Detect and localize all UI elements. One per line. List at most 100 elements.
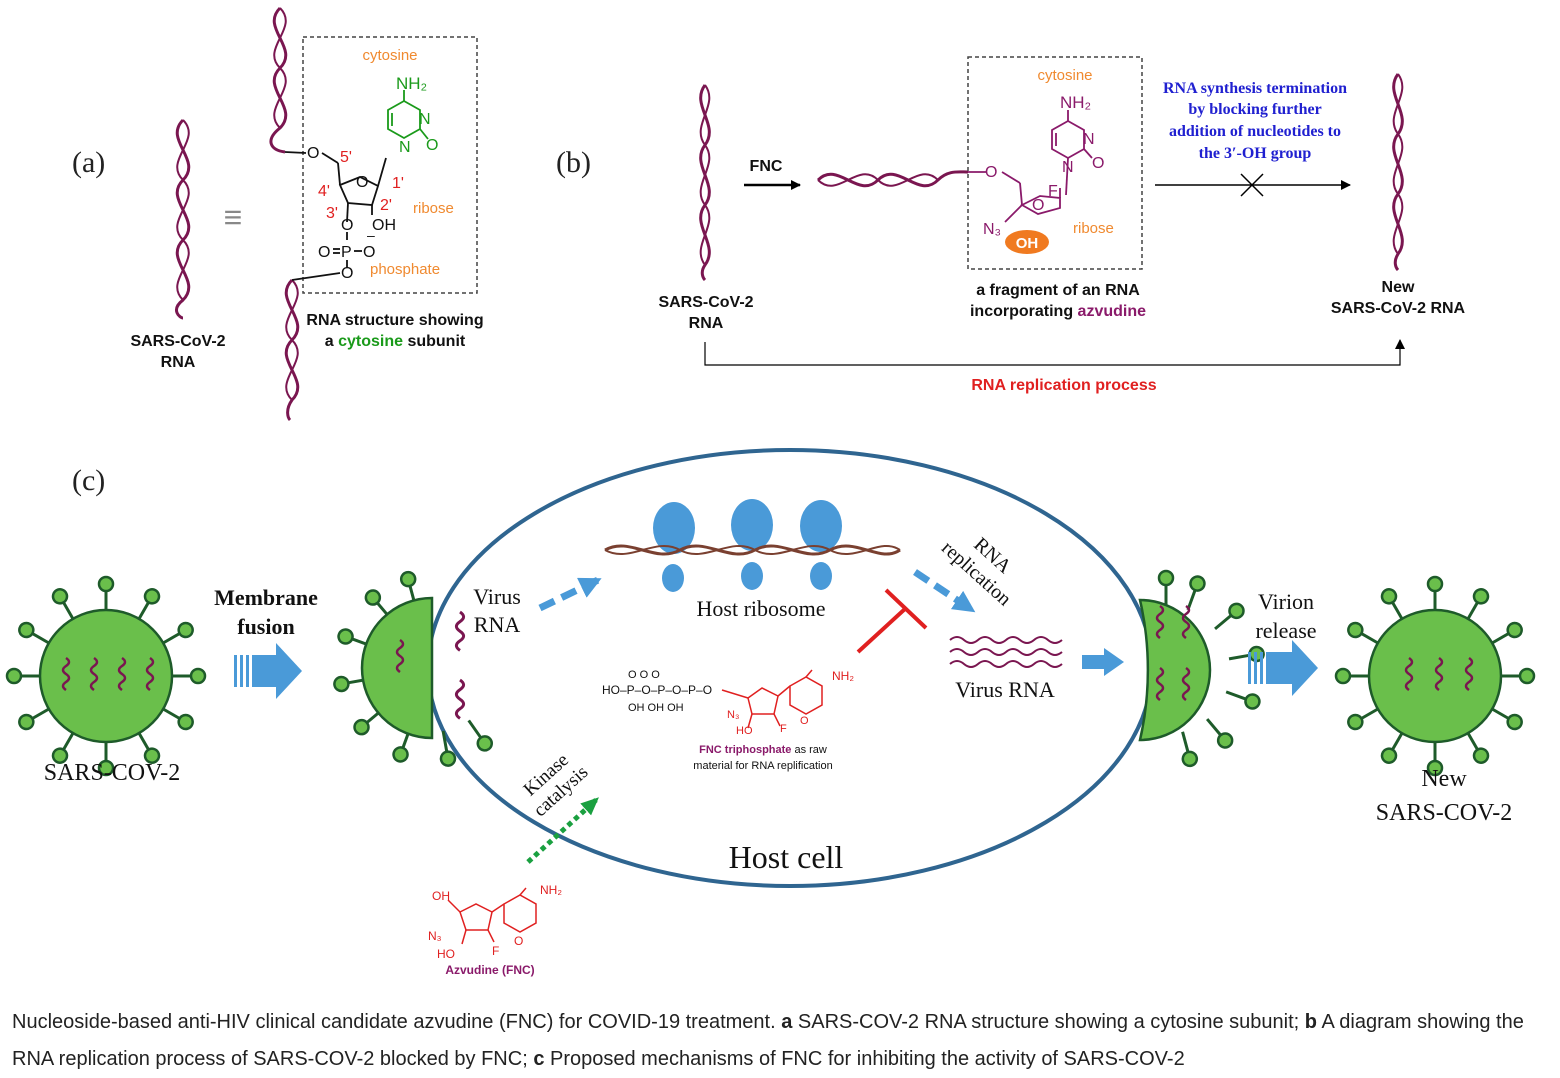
virus-label-left: SARS-COV-2 [44, 760, 181, 786]
carbonyl-o-a: O [426, 137, 438, 154]
phosphate-o-double: O [318, 244, 330, 261]
rna-helix-a [175, 118, 191, 320]
o5-atom-b: O [985, 164, 997, 181]
subunit-box-b [967, 56, 1143, 270]
host-cell-label: Host cell [729, 839, 844, 875]
replication-process-arrow [704, 339, 1405, 366]
fluorine-b: F [1048, 183, 1058, 200]
panel-a: (a) SARS-CoV-2 RNA ≡ [72, 6, 484, 422]
virus-fusing [331, 569, 497, 769]
o-bridge-a: O [341, 265, 353, 282]
virion-label-1: Virion [1258, 589, 1314, 614]
phosphate-o-minus: O [363, 244, 375, 261]
new-virus-label-1: New [1421, 766, 1467, 792]
subunit-box-a [302, 36, 478, 294]
ring-o-a: O [356, 174, 368, 191]
minus-charge-a: – [367, 227, 375, 243]
cytosine-label-b: cytosine [1037, 67, 1092, 84]
pos-3-a: 3' [326, 205, 338, 222]
fnc-label: FNC [750, 158, 783, 175]
nh2-b: NH₂ [1060, 93, 1091, 112]
virus-new [1334, 575, 1536, 777]
to-assembly-arrow [1082, 648, 1124, 676]
kinase-label: Kinase catalysis [520, 750, 593, 822]
panel-a-label: (a) [72, 146, 105, 179]
n1-atom-a: N [399, 139, 411, 156]
n3-atom-b: N [1083, 131, 1095, 148]
azvudine-structure-c: OH NH₂ N₃ HO F O [428, 883, 562, 961]
termination-line-1: RNA synthesis termination [1163, 80, 1347, 97]
virus-rna-right [949, 636, 1063, 668]
virus-assembling [1138, 569, 1267, 769]
svg-text:NH₂: NH₂ [540, 883, 562, 897]
panel-c-label: (c) [72, 464, 105, 497]
triphosphate-oh-row: OH OH OH [628, 702, 684, 714]
virus-rna-label-2: RNA [474, 612, 521, 637]
oh-b: OH [1016, 235, 1039, 252]
host-ribosome [604, 499, 901, 592]
triphosphate-formula: HO–P–O–P–O–P–O [602, 683, 712, 697]
released-rna [454, 610, 466, 720]
rna-label-a-1: SARS-CoV-2 [130, 333, 225, 350]
structure-caption-a-2: a cytosine subunit [325, 333, 466, 350]
rna-replication-arrow [913, 569, 976, 613]
membrane-label-2: fusion [237, 614, 294, 639]
virion-label-2: release [1255, 618, 1316, 643]
azvudine-structure-b [968, 110, 1093, 223]
panel-b-label: (b) [556, 146, 591, 179]
termination-line-4: the 3′-OH group [1199, 145, 1312, 162]
pos-4-a: 4' [318, 183, 330, 200]
lower-strand [284, 278, 300, 422]
svg-text:N₃: N₃ [428, 929, 442, 943]
fnc-triphosphate: HO–P–O–P–O–P–O O O O OH OH OH NH₂ N₃ HO … [602, 669, 854, 737]
host-cell [426, 448, 1154, 888]
panel-b: (b) SARS-CoV-2 RNA FNC cytosine NH₂ N N … [556, 56, 1466, 394]
upper-strand [269, 6, 288, 154]
virus-rna-label-1: Virus [473, 584, 521, 609]
svg-text:O: O [514, 934, 523, 948]
svg-text:HO: HO [736, 725, 753, 737]
virion-release-arrow [1248, 640, 1318, 696]
triphosphate-caption-2: material for RNA replification [693, 760, 832, 772]
membrane-fusion-arrow [234, 643, 302, 699]
new-virus-label-2: SARS-COV-2 [1376, 800, 1513, 826]
svg-text:N₃: N₃ [727, 709, 739, 721]
pos-2-a: 2' [380, 197, 392, 214]
new-rna-label-2: SARS-CoV-2 RNA [1331, 300, 1466, 317]
cytosine-label-a: cytosine [362, 47, 417, 64]
block-cross-icon [1240, 173, 1264, 197]
panel-c: (c) Host cell SARS-COV-2 Membrane fus [5, 448, 1536, 977]
rna-label-a-2: RNA [161, 354, 196, 371]
svg-text:F: F [780, 723, 787, 735]
oh-highlight-b [1005, 230, 1049, 254]
cytosine-structure-a [284, 151, 387, 281]
svg-text:O: O [800, 715, 809, 727]
virus-left [5, 575, 207, 777]
carbonyl-o-b: O [1092, 155, 1104, 172]
replication-process-label: RNA replication process [971, 377, 1156, 394]
triphosphate-caption-1: FNC triphosphate as raw [699, 744, 827, 756]
kinase-arrow [526, 797, 599, 864]
pos-5-a: 5' [340, 149, 352, 166]
host-ribosome-label: Host ribosome [697, 596, 826, 621]
svg-text:NH₂: NH₂ [832, 669, 854, 683]
phosphorus-a: P [341, 244, 352, 261]
rna-label-b-2: RNA [689, 315, 724, 332]
rna-replication-label: RNA replication [937, 533, 1016, 610]
svg-text:F: F [492, 944, 499, 958]
o5-atom-a: O [307, 145, 319, 162]
triphosphate-o-row: O O O [628, 669, 660, 681]
ribose-label-a: ribose [413, 200, 454, 217]
fragment-caption-1: a fragment of an RNA [976, 282, 1140, 299]
pos-1-a: 1' [392, 175, 404, 192]
ribose-label-b: ribose [1073, 220, 1114, 237]
o3-atom-a: O [341, 217, 353, 234]
svg-text:OH: OH [432, 889, 450, 903]
virus-rna-to-ribosome-arrow [538, 576, 602, 612]
phosphate-label-a: phosphate [370, 261, 440, 278]
membrane-label-1: Membrane [214, 585, 318, 610]
svg-text:HO: HO [437, 947, 455, 961]
n1-atom-b: N [1062, 159, 1074, 176]
equivalence-symbol: ≡ [224, 199, 243, 235]
fragment-caption-2: incorporating azvudine [970, 303, 1146, 320]
